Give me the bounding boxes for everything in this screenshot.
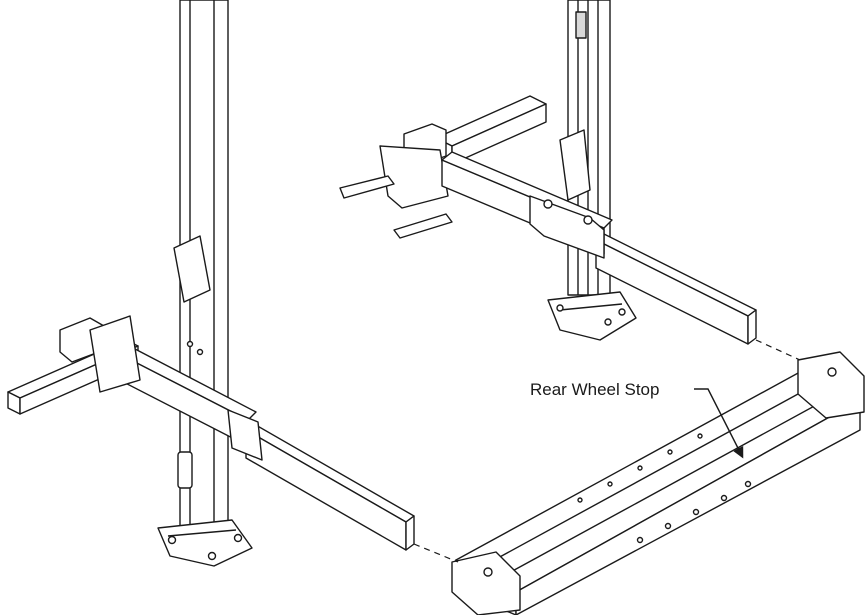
rear-lift-pad [339,145,453,239]
rear-left-arm [403,95,547,167]
rear-wheel-stop [451,351,865,615]
front-post [157,0,253,567]
front-right-arm [227,409,415,551]
rear-post [547,0,637,341]
callout-leader-line [694,388,744,459]
front-carriage-beam [89,315,257,447]
rear-carriage-beam [441,151,613,259]
rear-wheel-stop-callout: Rear Wheel Stop [530,380,744,459]
rear-wheel-stop-label: Rear Wheel Stop [530,380,659,399]
alignment-lines [413,339,801,563]
